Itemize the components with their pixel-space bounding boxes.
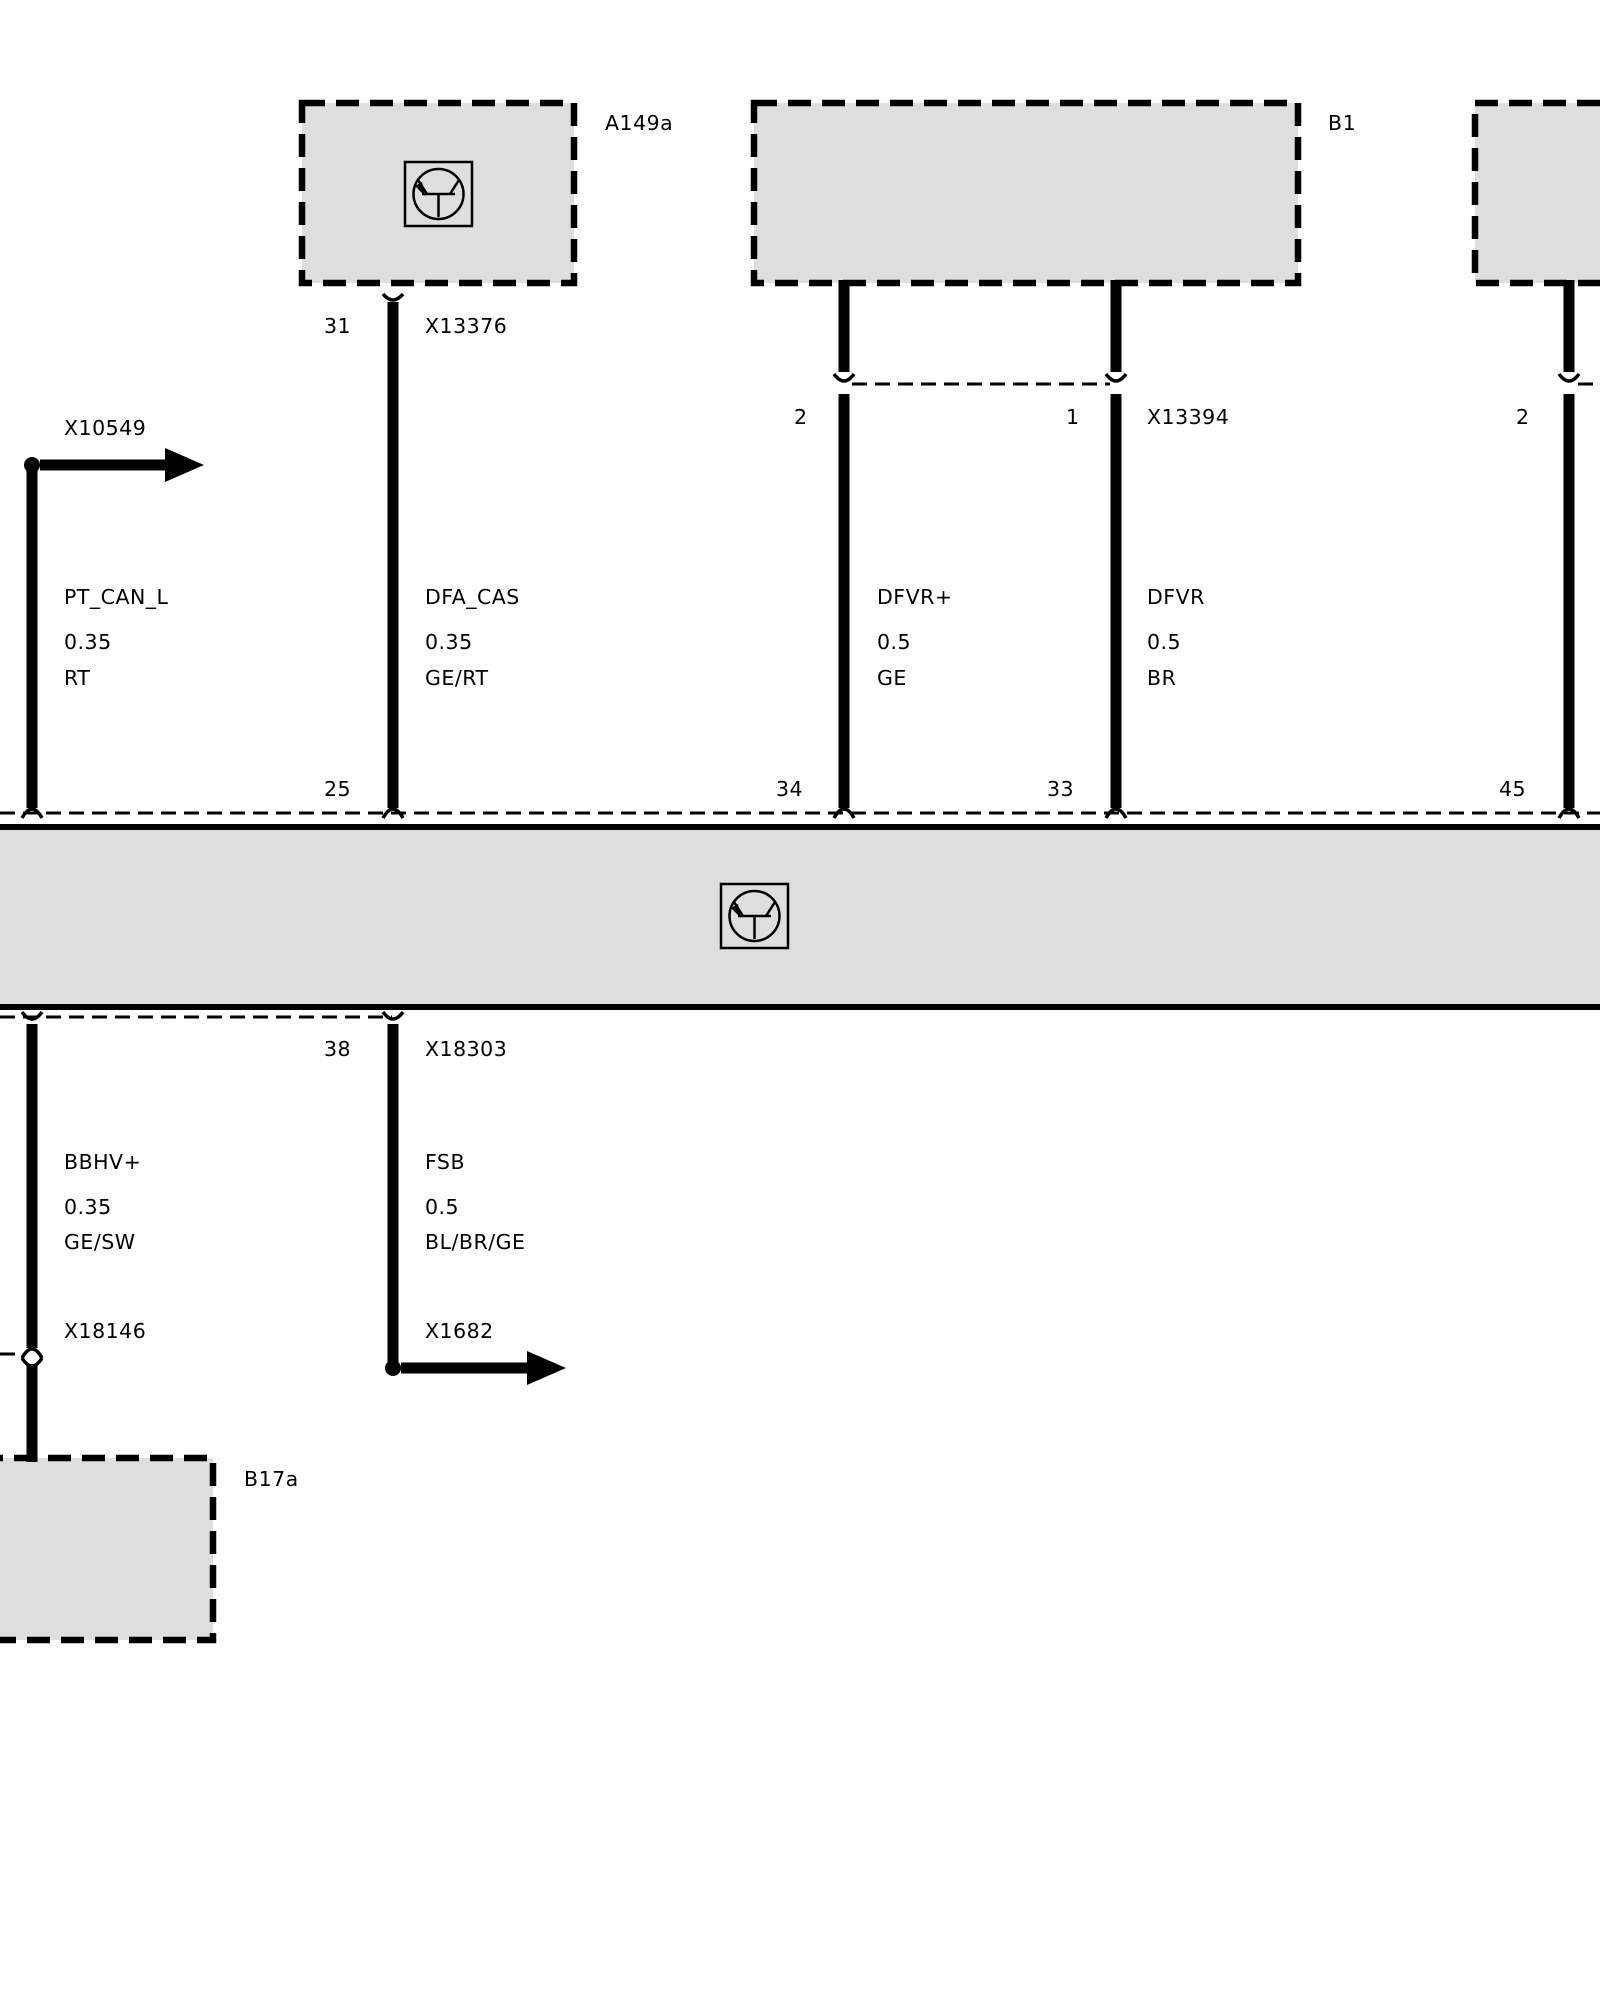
wire-color-label: GE	[877, 666, 907, 690]
wire-color-label: BL/BR/GE	[425, 1230, 525, 1254]
connector-label-x13394: X13394	[1147, 405, 1229, 429]
component-right-partial	[1471, 99, 1600, 287]
component-label-a149a: A149a	[605, 111, 673, 135]
connector-label-x18146: X18146	[64, 1319, 146, 1343]
wire-signal-label: DFVR	[1147, 585, 1205, 609]
pin-number-b1-1: 1	[1066, 405, 1080, 429]
wire-signal-label: BBHV+	[64, 1150, 141, 1174]
wire-gauge-label: 0.35	[64, 630, 112, 654]
wire-color-label: RT	[64, 666, 90, 690]
wire-color-label: GE/RT	[425, 666, 489, 690]
arrow-right-icon	[165, 448, 204, 482]
connector-label-x10549: X10549	[64, 416, 146, 440]
pin-number-main-34: 34	[776, 777, 803, 801]
wire-gauge-label: 0.35	[425, 630, 473, 654]
main-unit-body	[0, 827, 1600, 1007]
wire-signal-label: DFVR+	[877, 585, 953, 609]
connector-label-x1682: X1682	[425, 1319, 494, 1343]
wire-color-label: GE/SW	[64, 1230, 136, 1254]
connector-label-x18303: X18303	[425, 1037, 507, 1061]
transistor-icon	[719, 882, 790, 950]
pin-number-main-33: 33	[1047, 777, 1074, 801]
wire-signal-label: FSB	[425, 1150, 465, 1174]
component-b17a	[0, 1454, 217, 1644]
junction-dot	[385, 1360, 401, 1376]
arrow-right-icon	[527, 1351, 566, 1385]
wire-color-label: BR	[1147, 666, 1176, 690]
pin-number-main-45: 45	[1499, 777, 1526, 801]
component-b1	[750, 99, 1302, 287]
wire-signal-label: DFA_CAS	[425, 585, 520, 610]
component-label-b1: B1	[1328, 111, 1356, 135]
pin-hooks	[20, 292, 1581, 1368]
wire-gauge-label: 0.35	[64, 1195, 112, 1219]
component-label-b17a: B17a	[244, 1467, 299, 1491]
wire-gauge-label: 0.5	[877, 630, 911, 654]
connector-label-x13376: X13376	[425, 314, 507, 338]
wire-gauge-label: 0.5	[1147, 630, 1181, 654]
pin-number-right-2: 2	[1516, 405, 1530, 429]
transistor-icon	[403, 160, 474, 228]
pin-number-main-38: 38	[324, 1037, 351, 1061]
pin-number-a149a-31: 31	[324, 314, 351, 338]
wire-signal-label: PT_CAN_L	[64, 585, 169, 610]
junction-dot	[24, 457, 40, 473]
wire-gauge-label: 0.5	[425, 1195, 459, 1219]
pin-number-b1-2: 2	[794, 405, 808, 429]
pin-number-main-25: 25	[324, 777, 351, 801]
